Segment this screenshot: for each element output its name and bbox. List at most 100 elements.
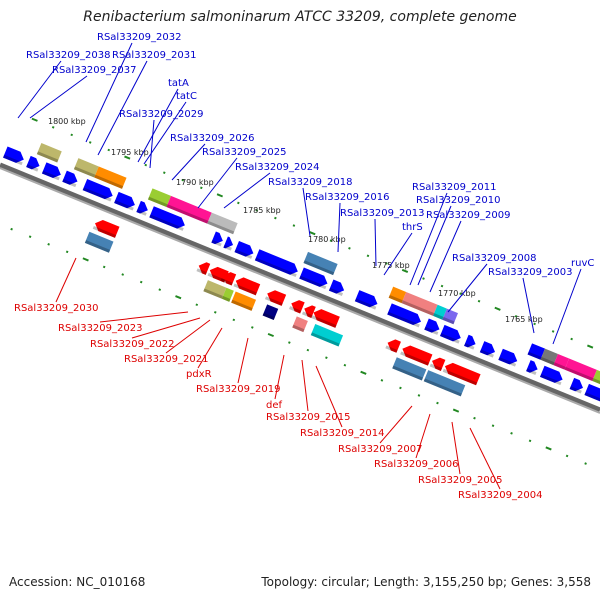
forward-cds [328,279,345,296]
forward-feature [36,143,62,163]
gene-features [3,143,600,407]
reverse-gene-label: def [266,400,283,411]
forward-feature-shape [166,195,212,224]
forward-feature [166,195,212,224]
reverse-feature [221,287,234,302]
reverse-gene-label: RSal33209_2005 [418,475,502,486]
reverse-feature-shape [310,323,344,347]
reverse-feature-shape [221,287,234,302]
forward-feature [540,348,558,366]
reverse-gene-label: RSal33209_2022 [90,339,174,350]
forward-feature-shade [401,300,435,316]
forward-feature-shade [592,378,600,391]
reverse-leader-line [415,413,431,459]
tick-mark [584,462,587,465]
reverse-gene-label: RSal33209_2014 [300,428,384,439]
scale-label: 1790 kbp [176,178,214,187]
tick-mark [343,363,347,367]
forward-feature [401,291,438,316]
tick-mark [528,439,532,443]
reverse-cds-shade [301,311,313,319]
forward-feature-shade [540,356,555,366]
scale-label: 1785 kbp [243,206,281,215]
reverse-cds [311,309,340,328]
reverse-leader-line [315,365,343,428]
forward-cds-shape [387,303,421,326]
tick-mark [422,277,425,280]
tick-mark [329,239,333,243]
forward-cds [136,200,148,216]
forward-gene-label: thrS [402,222,423,233]
reverse-leader-line [379,405,413,444]
reverse-leader-line [301,359,309,412]
forward-cds-shade [424,326,439,335]
forward-feature [527,343,546,360]
forward-cds-shape [3,146,24,163]
reverse-feature-shade [203,288,224,299]
forward-feature-shade [527,351,542,360]
forward-feature-shade [553,362,566,370]
reverse-gene-label: RSal33209_2015 [266,412,350,423]
forward-cds-shape [526,360,538,373]
forward-gene-label: RSal33209_2011 [412,182,496,193]
reverse-feature-shade [392,365,423,381]
forward-gene-label: RSal33209_2016 [305,192,389,203]
forward-cds [424,318,440,335]
tick-mark [417,394,421,397]
reverse-feature [262,304,279,320]
forward-feature [564,358,597,381]
forward-leader-line [429,220,462,293]
forward-feature-shape [147,188,171,208]
tick-mark [28,235,32,239]
forward-cds-shape [136,200,148,214]
reverse-leader-line [451,421,461,475]
forward-feature [94,166,127,189]
tick-mark [158,288,162,291]
forward-feature-shade [166,204,209,224]
reverse-cds-shade [264,296,283,306]
reverse-cds-shape [387,339,401,353]
forward-cds-shape [26,155,40,170]
tick-mark [65,250,69,254]
forward-cds-shape [223,236,234,249]
tick-mark [399,386,402,390]
tick-mark [139,280,143,284]
forward-cds-shape [354,290,378,308]
forward-feature [303,251,338,276]
scale-label: 1780 kbp [308,235,346,244]
forward-gene-label: RSal33209_2008 [452,253,536,264]
forward-cds [41,162,61,181]
forward-cds-shade [328,287,343,296]
forward-feature-shade [36,151,59,163]
forward-gene-label: RSal33209_2013 [340,208,424,219]
reverse-feature-shade [262,312,275,320]
forward-leader-line [409,192,448,286]
reverse-cds-shape [198,262,211,275]
tick-mark [533,322,536,326]
forward-feature-shape [540,348,558,366]
backbone-shadow [0,167,600,414]
reverse-cds [400,345,433,366]
reverse-cds-shape [267,290,287,306]
forward-cds [234,240,254,259]
tick-mark [306,348,310,352]
scale-label: 1765 kbp [505,315,543,324]
forward-cds-shape [464,334,476,348]
forward-cds-shape [479,341,496,356]
tick-mark [195,303,199,307]
forward-cds [539,365,563,386]
forward-feature-shade [207,220,235,235]
forward-cds [26,155,40,172]
forward-cds [387,303,421,328]
reverse-cds-shade [196,268,207,275]
forward-feature [73,158,99,178]
tick-mark [440,284,444,288]
reverse-cds-shade [289,306,302,314]
forward-cds [299,267,328,290]
scale-label: 1795 kbp [111,148,149,157]
reverse-feature-shape [262,304,279,320]
tick-mark [348,246,351,250]
forward-cds-shade [41,170,60,181]
forward-cds-shade [211,239,222,247]
forward-leader-line [223,172,271,209]
